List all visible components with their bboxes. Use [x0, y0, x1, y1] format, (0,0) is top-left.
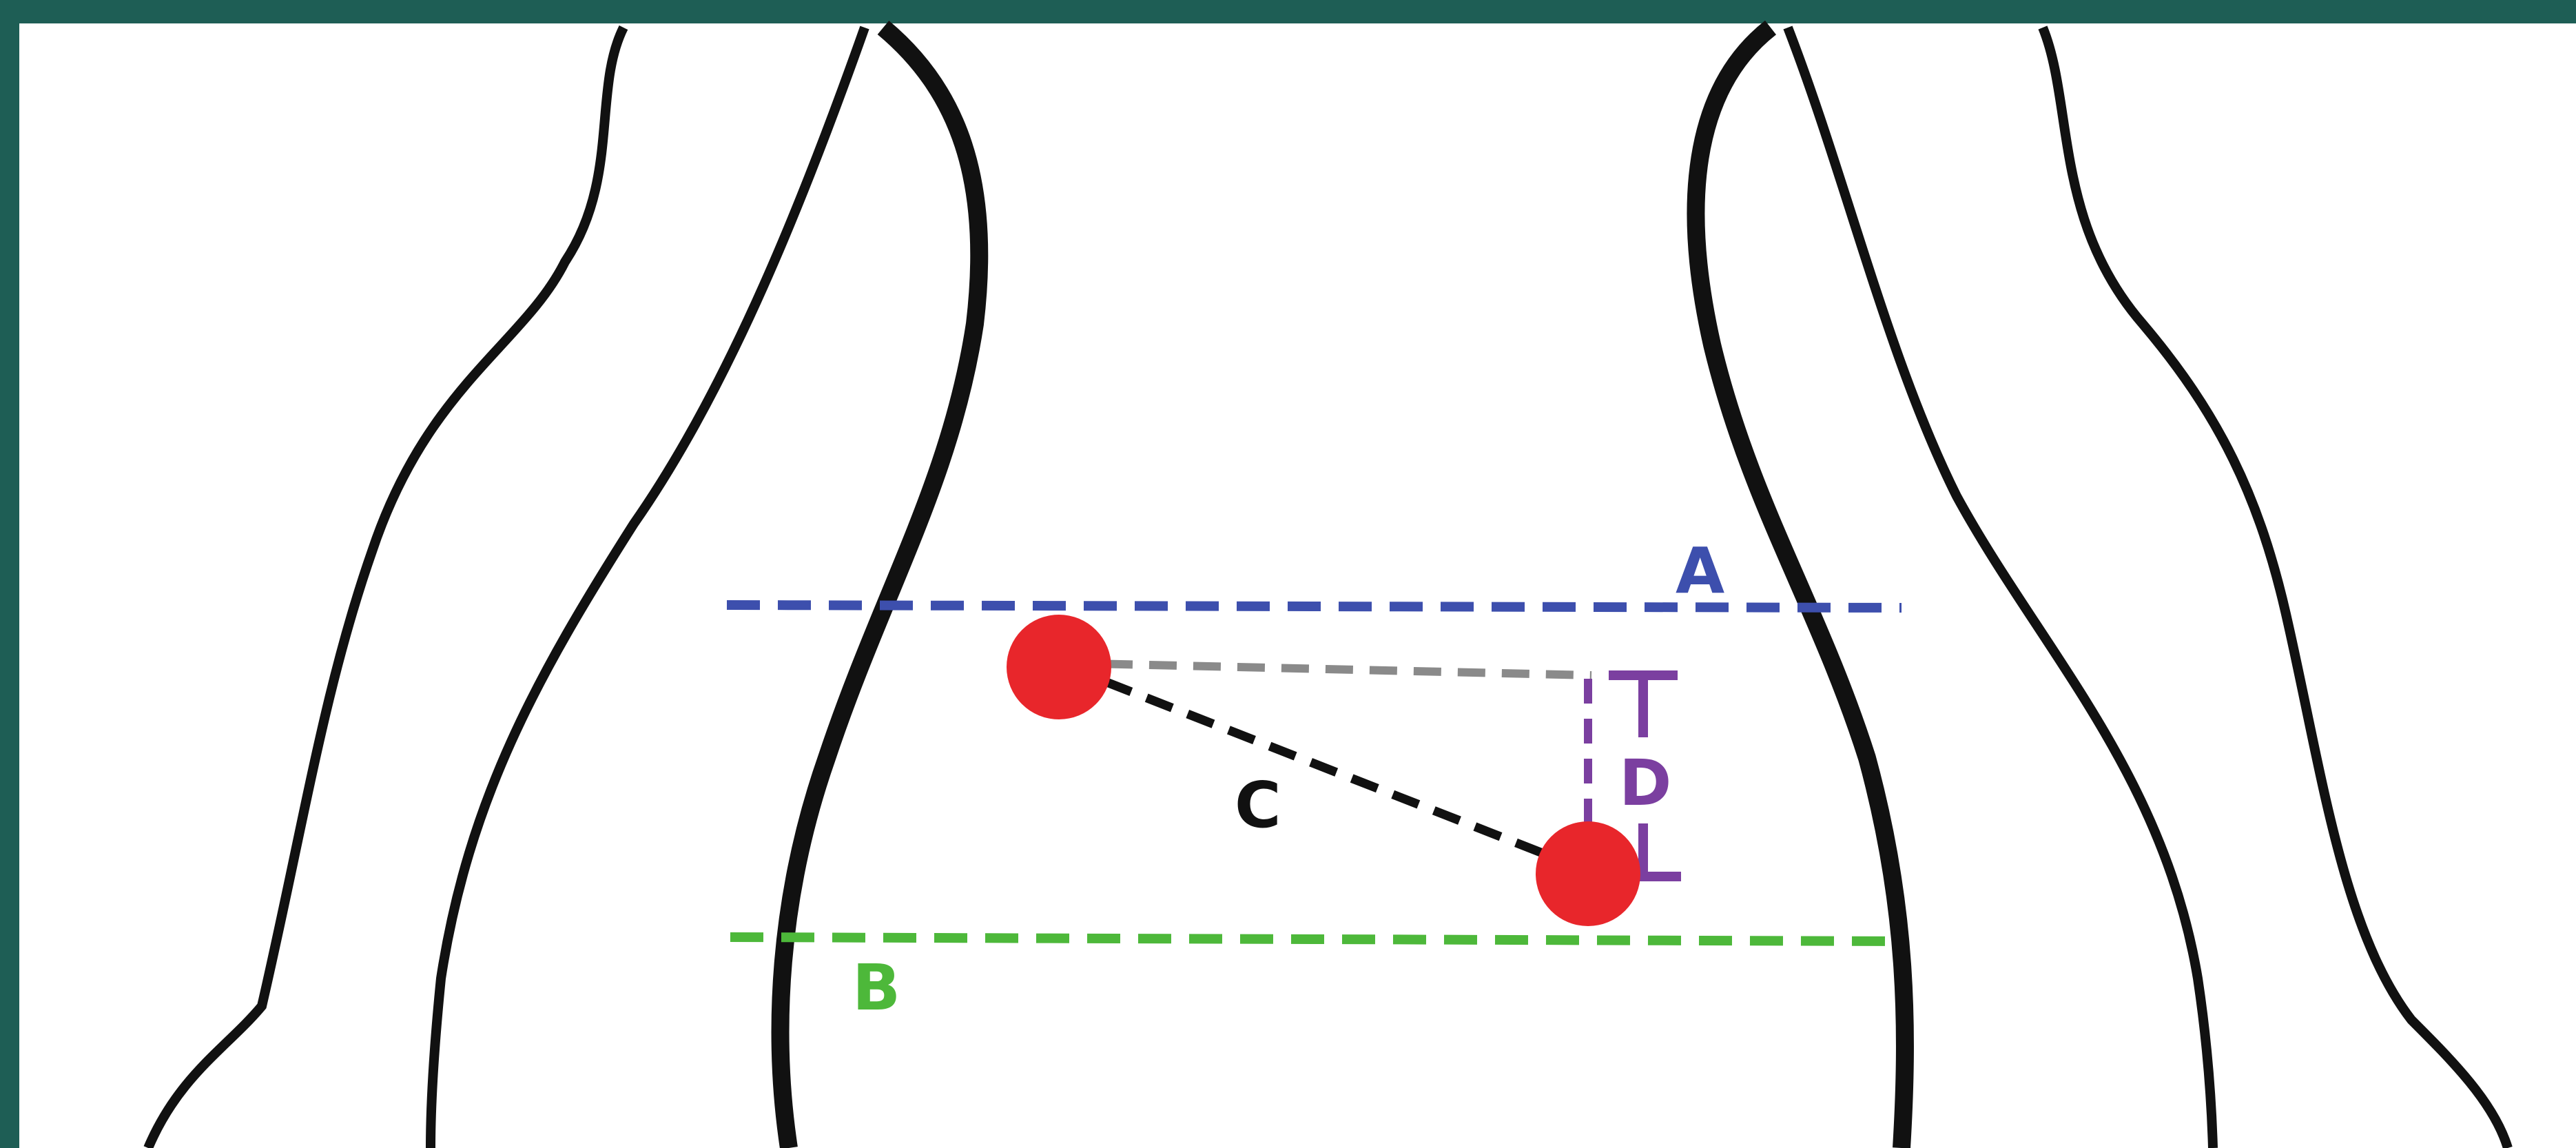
lower-dot: [1536, 821, 1640, 926]
right-waist-curve: [1687, 20, 1914, 1148]
horizontal-reference-line: [1060, 659, 1592, 679]
segment-c: [1062, 661, 1587, 874]
line-a-label: A: [1676, 534, 1724, 608]
upper-dot: [1007, 615, 1111, 719]
line-a: [726, 600, 1902, 613]
segment-c-label: C: [1235, 768, 1281, 842]
inner-right-outline: [1783, 25, 2218, 1148]
line-b: [730, 932, 1902, 946]
inner-left-outline: [426, 25, 869, 1148]
left-waist-curve: [771, 21, 989, 1148]
outer-right-outline: [2038, 25, 2513, 1148]
line-b-label: B: [852, 951, 900, 1025]
outer-left-outline: [143, 25, 628, 1148]
segment-d-label: D: [1619, 746, 1671, 820]
